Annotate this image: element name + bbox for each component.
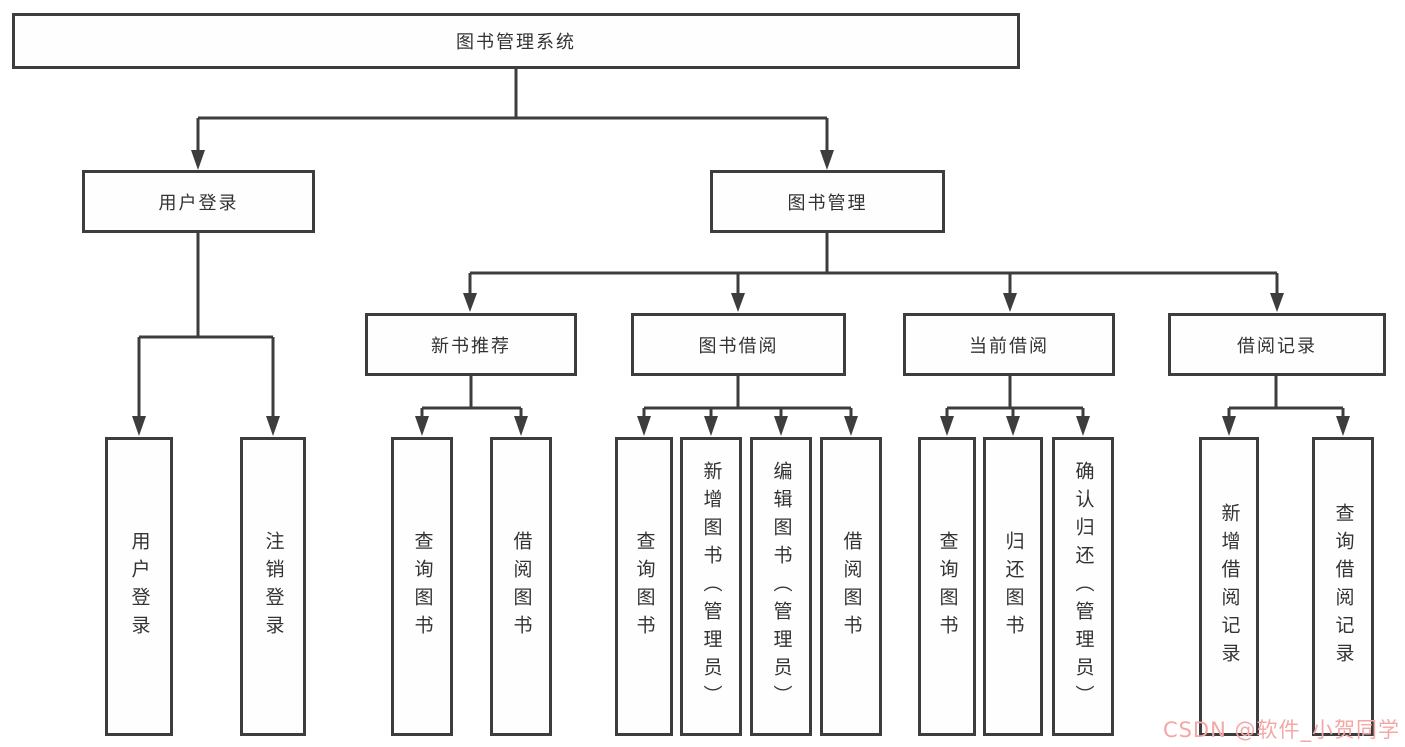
leaf-label: 编辑图书（管理员） — [770, 460, 793, 713]
leaf-borrow-books-2: 借阅图书 — [820, 437, 882, 736]
leaf-label: 查询图书 — [936, 530, 959, 643]
node-current-borrow: 当前借阅 — [903, 313, 1115, 376]
leaf-add-borrow-record: 新增借阅记录 — [1199, 437, 1259, 736]
leaf-user-login: 用户登录 — [105, 437, 173, 736]
leaf-label: 新增借阅记录 — [1218, 502, 1241, 671]
leaf-confirm-return-admin: 确认归还（管理员） — [1052, 437, 1114, 736]
leaf-label: 归还图书 — [1002, 530, 1025, 643]
leaf-label: 新增图书（管理员） — [700, 460, 723, 713]
leaf-label: 查询图书 — [633, 530, 656, 643]
leaf-query-books-2: 查询图书 — [615, 437, 673, 736]
leaf-label: 注销登录 — [262, 530, 285, 643]
node-book-borrow: 图书借阅 — [631, 313, 846, 376]
leaf-query-borrow-record: 查询借阅记录 — [1312, 437, 1374, 736]
csdn-watermark: CSDN @软件_小贺同学 — [1162, 718, 1400, 742]
leaf-borrow-books: 借阅图书 — [490, 437, 552, 736]
leaf-query-books: 查询图书 — [391, 437, 453, 736]
leaf-label: 借阅图书 — [510, 530, 533, 643]
leaf-label: 查询借阅记录 — [1332, 502, 1355, 671]
leaf-label: 用户登录 — [128, 530, 151, 643]
leaf-query-books-3: 查询图书 — [918, 437, 976, 736]
node-user-login: 用户登录 — [82, 170, 315, 233]
leaf-edit-books-admin: 编辑图书（管理员） — [750, 437, 812, 736]
leaf-return-books: 归还图书 — [983, 437, 1043, 736]
leaf-label: 借阅图书 — [840, 530, 863, 643]
leaf-label: 查询图书 — [411, 530, 434, 643]
node-borrow-record: 借阅记录 — [1168, 313, 1386, 376]
node-library-management-system: 图书管理系统 — [12, 13, 1020, 69]
node-new-book-recommend: 新书推荐 — [365, 313, 577, 376]
node-book-management: 图书管理 — [710, 170, 945, 233]
leaf-logout: 注销登录 — [240, 437, 306, 736]
leaf-add-books-admin: 新增图书（管理员） — [680, 437, 742, 736]
leaf-label: 确认归还（管理员） — [1072, 460, 1095, 713]
